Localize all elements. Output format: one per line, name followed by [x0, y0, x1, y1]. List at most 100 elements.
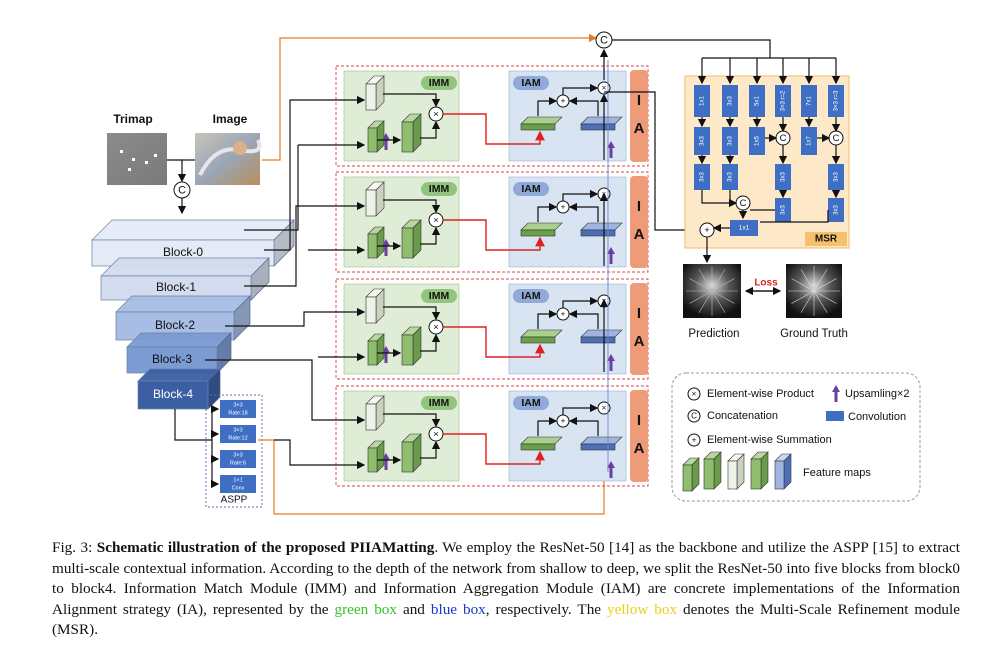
msr-conv-top-1 [722, 85, 738, 117]
imm-upsample-3-head [382, 453, 390, 460]
msr-conv-top-2 [749, 85, 765, 117]
iam-blue-slab-1-top [580, 222, 623, 231]
iam-upsample-0-head [607, 141, 615, 148]
caption-blue-box: blue box [430, 600, 486, 618]
legend-fmap-light-front [727, 460, 738, 490]
legend-sum-circle [687, 433, 701, 447]
imm-feature-green-b-0 [401, 113, 422, 153]
ia-bar [630, 70, 648, 162]
ia-letter-a: A [634, 333, 645, 350]
aspp-branch-2 [220, 450, 256, 468]
iam-to-msr-sum [604, 91, 702, 235]
iam-green-slab-3 [520, 436, 563, 451]
input-concat-symbol: C [178, 184, 186, 196]
iam-blue-slab-3-front [580, 443, 616, 451]
legend-upsample-shaft [834, 390, 838, 402]
msr-sum-symbol: + [704, 225, 710, 236]
msr-conv-second-label-3: 1x7 [807, 136, 813, 146]
msr-conv-top-label-5: 3×3 r=3 [834, 90, 840, 111]
caption-text-2: and [397, 600, 431, 618]
imm-feature-green-b-1-front [401, 227, 414, 259]
imm-light-to-product [383, 413, 441, 428]
backbone-block-label-3: Block-3 [152, 352, 192, 366]
msr-concat-symbol: C [600, 34, 608, 46]
msr-conv-second-3 [801, 127, 817, 155]
block4-to-aspp [174, 409, 212, 441]
msr-tag [805, 232, 847, 246]
msr-fuse-label: 1x1 [739, 225, 750, 232]
imm-feature-light-0 [365, 75, 385, 111]
msr-fourth-b-link [760, 210, 829, 223]
iam-product-3-symbol: × [602, 404, 607, 413]
backbone-block-3 [126, 332, 232, 374]
iam-green-to-sum [537, 309, 558, 329]
msr-fuse-conv [730, 220, 758, 236]
caption-green-box: green box [334, 600, 397, 618]
msr-to-concat-c-a [701, 190, 738, 208]
iam-green-slab-2-front [520, 336, 556, 344]
iam-tag [513, 289, 549, 303]
iam-upsample-0-shaft [609, 146, 613, 158]
msr-conv-top-label-3: 3×3 r=2 [781, 90, 787, 111]
iam-green-to-sum [537, 416, 558, 436]
trimap-speck [128, 168, 131, 171]
msr-conv-fourth-0 [775, 198, 791, 222]
iam-upsample-2-shaft [609, 359, 613, 371]
msr-conv-third-0 [694, 164, 710, 190]
msr-conv-third-1 [722, 164, 738, 190]
iam-green-slab-0-front [520, 123, 556, 131]
msr-conv-second-2 [749, 127, 765, 155]
legend-summation-label: Element-wise Summation [707, 434, 832, 446]
iam-upsample-3-shaft [609, 466, 613, 478]
msr-conv-second-label-0: 3x3 [700, 136, 706, 146]
aspp-to-stage3 [274, 439, 366, 470]
iam-upsample-2-head [607, 354, 615, 361]
image-label: Image [213, 112, 248, 126]
imm-green-to-product [420, 226, 441, 245]
iam-sum-to-product [562, 83, 599, 95]
msr-conv-fourth-1 [828, 198, 844, 222]
imm-feature-green-a-0-front [367, 127, 378, 153]
imm-upsample-0-head [382, 133, 390, 140]
trimap-speck [154, 154, 157, 157]
legend-product-circle [687, 387, 701, 401]
imm-feature-green-a-2-front [367, 340, 378, 366]
caption-prefix: Fig. 3: [52, 539, 97, 556]
imm-upsample-0-shaft [384, 138, 388, 150]
msr-conv-third-3 [828, 164, 844, 190]
iam-label: IAM [521, 290, 541, 302]
msr-conv-third-2 [775, 164, 791, 190]
aspp-branch-line2-3: Conv [232, 485, 245, 491]
msr-conv-second-label-2: 1x5 [755, 136, 761, 146]
iam-green-slab-0 [520, 116, 563, 131]
backbone-block-label-0: Block-0 [163, 245, 203, 259]
msr-conv-top-5 [828, 85, 844, 117]
trimap-to-concat [167, 159, 187, 183]
iam-green-slab-3-top [520, 436, 563, 445]
caption-text-3: , respectively. The [485, 600, 607, 618]
imm-feature-light-1 [365, 181, 385, 217]
aspp-branch-line1-0: 3×3 [233, 402, 242, 408]
imm-product-3-symbol: × [433, 429, 439, 440]
iam-blue-to-sum [568, 202, 599, 222]
legend-concat-circle [687, 409, 701, 423]
imm-tag [421, 396, 457, 410]
legend-upsampling-label: Upsamling×2 [845, 388, 910, 400]
legend-fmap-green-a-front [682, 464, 693, 492]
msr-concat-b-symbol: C [833, 133, 840, 144]
iam-sum-to-product [562, 189, 599, 201]
legend-sum-symbol: + [692, 436, 697, 445]
ia-letter-i: I [637, 412, 641, 429]
iam-blue-slab-3 [580, 436, 623, 451]
iam-label: IAM [521, 397, 541, 409]
backbone-block-top [126, 332, 232, 348]
iam-blue-slab-2-top [580, 329, 623, 338]
legend-convolution-label: Convolution [848, 411, 906, 423]
msr-conv-second-0 [694, 127, 710, 155]
msr-conv-fourth-label-0: 3x3 [781, 205, 787, 215]
iam-green-slab-0-top [520, 116, 563, 125]
imm-light-to-product [383, 93, 441, 108]
iam-sum-to-product [562, 296, 599, 308]
msr-conv-top-3 [775, 85, 791, 117]
